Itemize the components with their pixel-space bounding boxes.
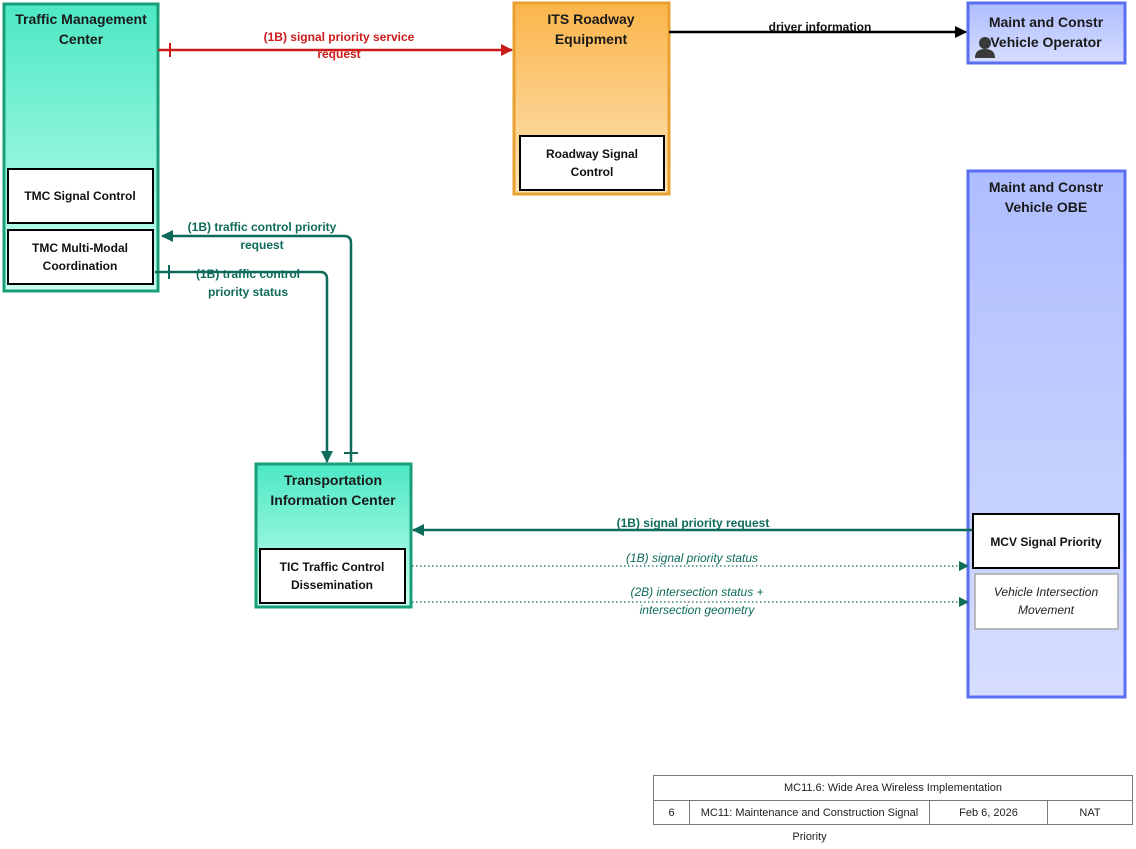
- flow-label-line1: (1B) traffic control priority: [188, 220, 337, 234]
- tic-title-line2: Information Center: [270, 492, 396, 508]
- tmc-title-line1: Traffic Management: [15, 11, 147, 27]
- obe-title-line1: Maint and Constr: [989, 179, 1104, 195]
- footer-org: NAT: [1079, 807, 1101, 819]
- footer-details-row: 6 MC11: Maintenance and Construction Sig…: [654, 801, 1132, 843]
- tmc-signal-control-label: TMC Signal Control: [24, 189, 135, 203]
- flow-label-line2: request: [317, 47, 360, 61]
- operator-title-line1: Maint and Constr: [989, 14, 1104, 30]
- flow-label: (1B) signal priority status: [626, 551, 758, 565]
- tmc-title-line2: Center: [59, 31, 104, 47]
- footer-date: Feb 6, 2026: [930, 801, 1048, 825]
- flow-label: driver information: [769, 20, 872, 34]
- tic-dissem-label-line1: TIC Traffic Control: [280, 560, 385, 574]
- person-icon: [975, 37, 995, 58]
- subsystem-tmc-signal-control[interactable]: TMC Signal Control: [7, 168, 154, 224]
- flow-label-line1: (2B) intersection status +: [630, 585, 763, 599]
- flow-signal-priority-status[interactable]: (1B) signal priority status: [412, 551, 969, 571]
- operator-title-line2: Vehicle Operator: [990, 34, 1102, 50]
- obe-title-line2: Vehicle OBE: [1005, 199, 1087, 215]
- flow-label: (1B) signal priority request: [617, 516, 770, 530]
- vim-label-line1: Vehicle Intersection: [994, 585, 1099, 599]
- mcv-signal-priority-label: MCV Signal Priority: [990, 535, 1102, 549]
- footer-title: MC11.6: Wide Area Wireless Implementatio…: [654, 776, 1132, 801]
- architecture-diagram: Traffic Management Center TMC Signal Con…: [2, 1, 1127, 699]
- vim-label-line2: Movement: [1018, 603, 1075, 617]
- subsystem-mcv-signal-priority[interactable]: MCV Signal Priority: [972, 513, 1120, 569]
- its-title-line1: ITS Roadway: [547, 11, 634, 27]
- flow-intersection-status-geometry[interactable]: (2B) intersection status + intersection …: [412, 585, 969, 617]
- tmc-multimodal-label-line2: Coordination: [43, 259, 118, 273]
- flow-signal-priority-service-request[interactable]: (1B) signal priority service request: [158, 30, 513, 61]
- subsystem-tic-traffic-control-dissemination[interactable]: TIC Traffic Control Dissemination: [259, 548, 406, 604]
- roadway-signal-label-line2: Control: [571, 165, 614, 179]
- flow-label-line2: request: [240, 238, 283, 252]
- subsystem-roadway-signal-control[interactable]: Roadway Signal Control: [519, 135, 665, 191]
- subsystem-tmc-multimodal-coordination[interactable]: TMC Multi-Modal Coordination: [7, 229, 154, 285]
- tmc-multimodal-label-line1: TMC Multi-Modal: [32, 241, 128, 255]
- tic-dissem-label-line2: Dissemination: [291, 578, 373, 592]
- flow-label-line1: (1B) signal priority service: [264, 30, 415, 44]
- flow-traffic-control-priority-request[interactable]: (1B) traffic control priority request: [161, 220, 358, 462]
- flow-signal-priority-request[interactable]: (1B) signal priority request: [412, 516, 972, 536]
- flow-traffic-control-priority-status[interactable]: (1B) traffic control priority status: [155, 265, 333, 463]
- tic-title-line1: Transportation: [284, 472, 382, 488]
- subsystem-vehicle-intersection-movement[interactable]: Vehicle Intersection Movement: [974, 573, 1119, 630]
- flow-label-line2: priority status: [208, 285, 288, 299]
- footer-service-name: MC11: Maintenance and Construction Signa…: [690, 801, 930, 843]
- flow-label-line2: intersection geometry: [640, 603, 756, 617]
- title-block: MC11.6: Wide Area Wireless Implementatio…: [653, 775, 1133, 843]
- roadway-signal-label-line1: Roadway Signal: [546, 147, 638, 161]
- footer-page-number: 6: [654, 801, 690, 825]
- entity-vehicle-operator[interactable]: Maint and Constr Vehicle Operator: [966, 1, 1127, 65]
- flow-driver-information[interactable]: driver information: [669, 20, 967, 38]
- its-title-line2: Equipment: [555, 31, 628, 47]
- flow-label-line1: (1B) traffic control: [196, 267, 300, 281]
